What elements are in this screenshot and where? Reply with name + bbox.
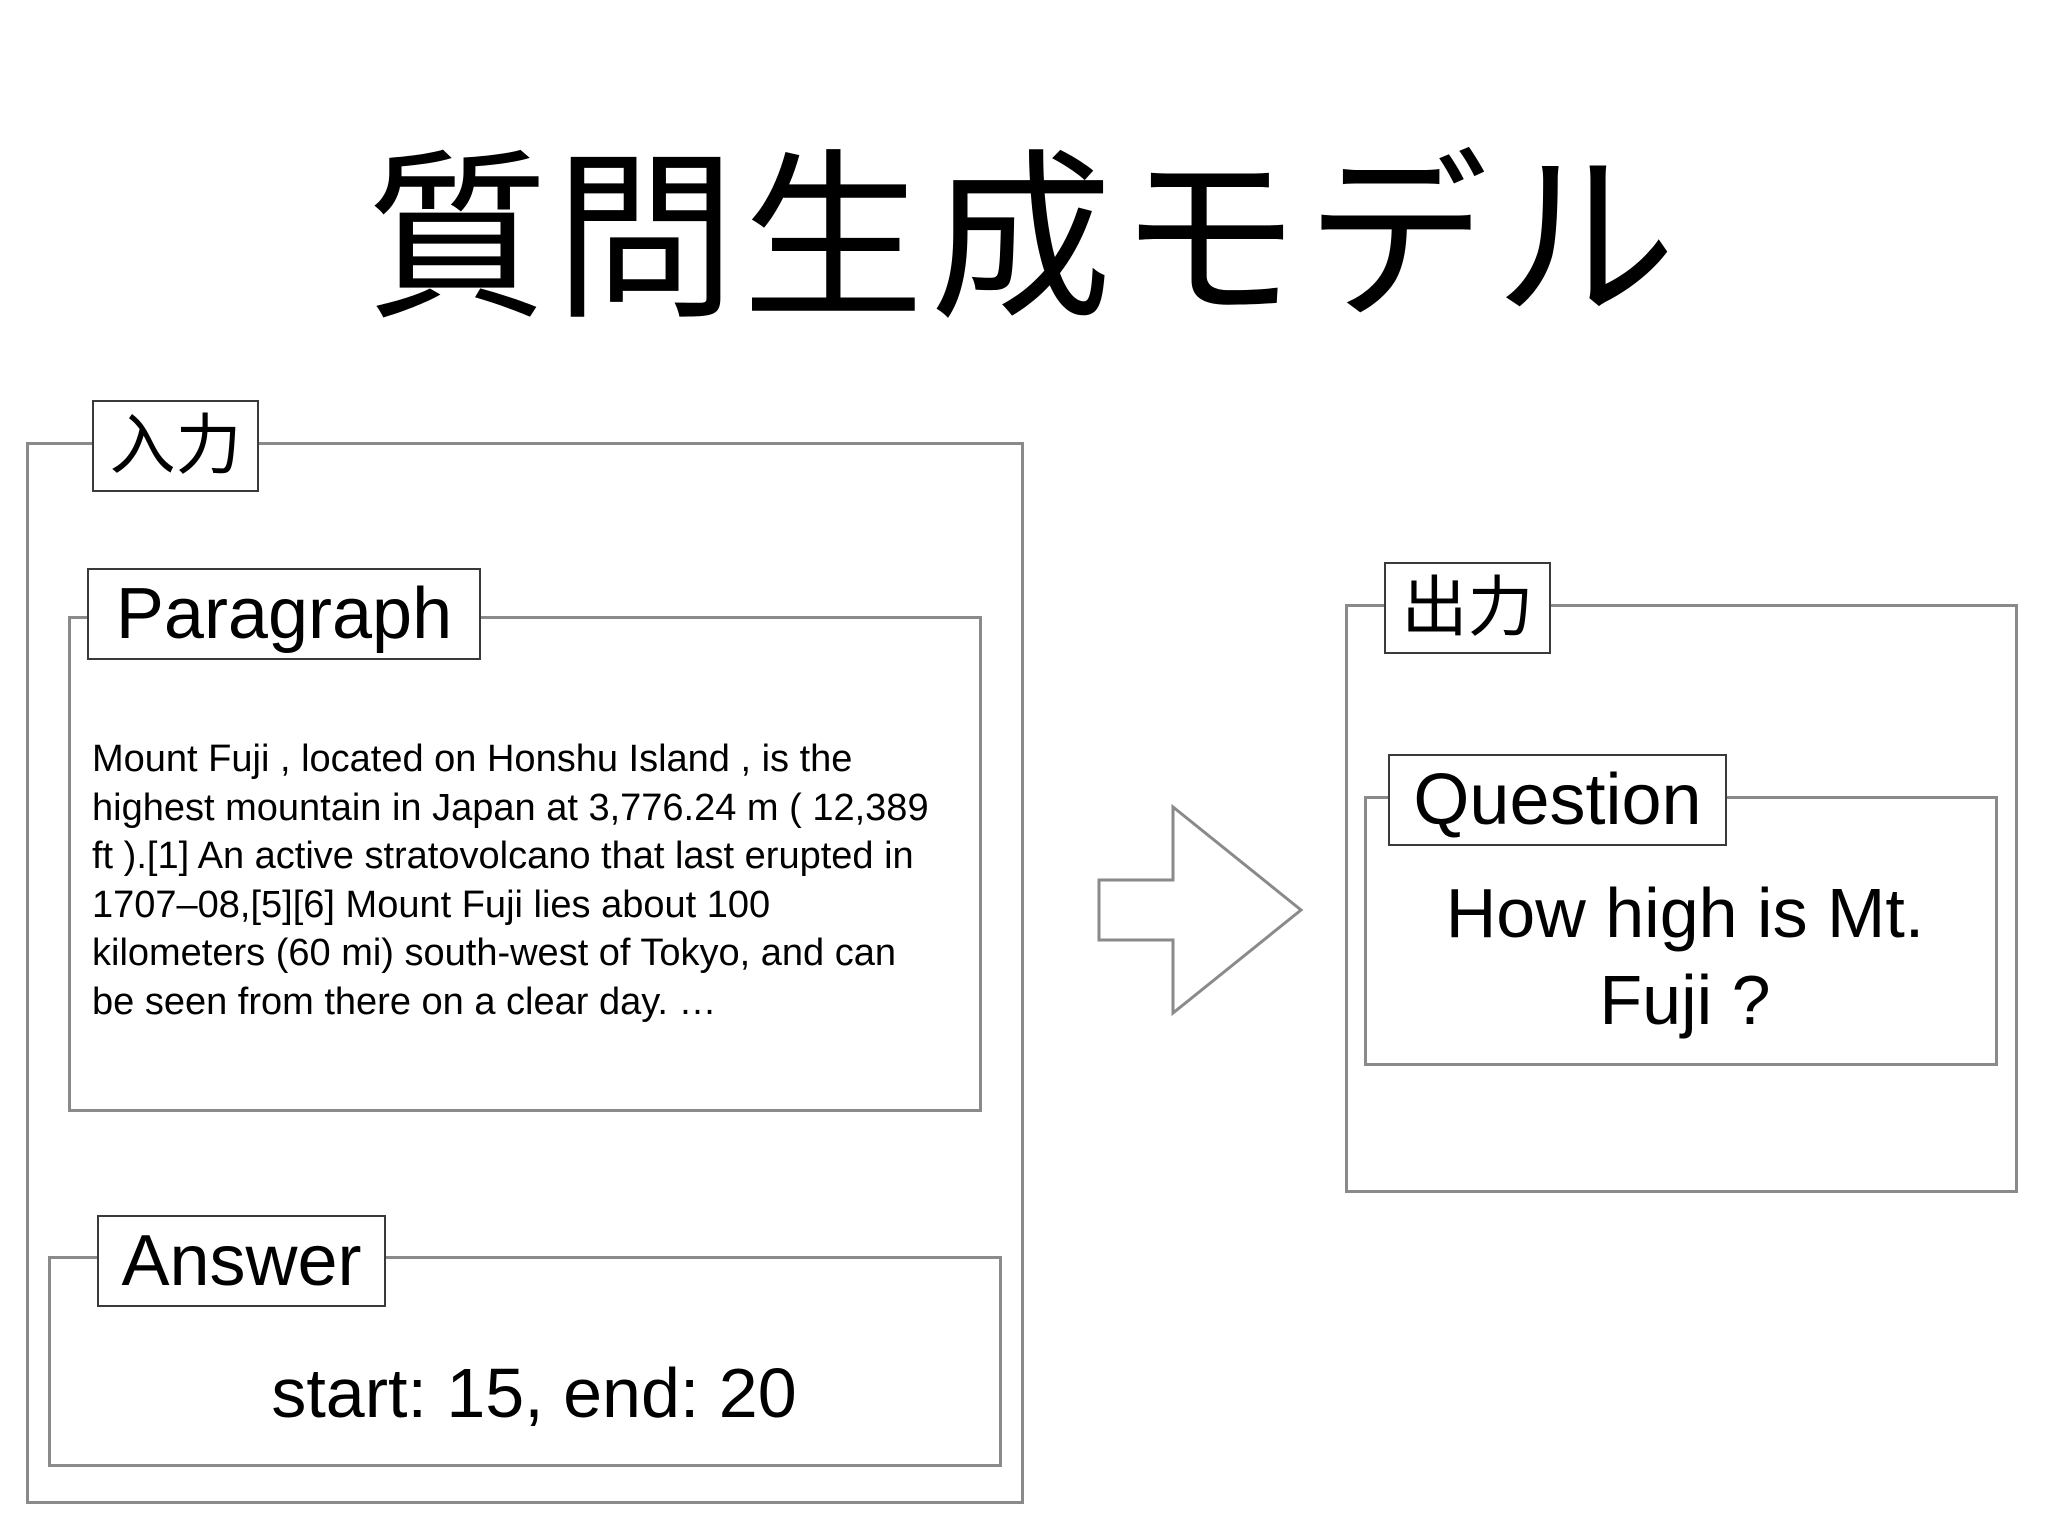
paragraph-line: highest mountain in Japan at 3,776.24 m …: [92, 786, 929, 829]
question-label: Question: [1388, 754, 1727, 846]
answer-value: start: 15, end: 20: [271, 1354, 797, 1432]
question-line: Fuji ?: [1599, 961, 1771, 1039]
output-panel-label: 出力: [1384, 562, 1551, 654]
paragraph-text: Mount Fuji , located on Honshu Island , …: [92, 735, 992, 1027]
answer-label: Answer: [97, 1215, 386, 1307]
question-text: How high is Mt. Fuji ?: [1369, 870, 2001, 1044]
paragraph-line: Mount Fuji , located on Honshu Island , …: [92, 738, 853, 780]
paragraph-line: 1707–08,[5][6] Mount Fuji lies about 100: [92, 883, 771, 926]
paragraph-line: kilometers (60 mi) south-west of Tokyo, …: [92, 932, 896, 975]
answer-box: [48, 1256, 1002, 1467]
paragraph-box: [68, 616, 982, 1112]
slide-title: 質問生成モデル: [366, 133, 1682, 345]
paragraph-line: ft ).[1] An active stratovolcano that la…: [92, 835, 914, 878]
question-line: How high is Mt.: [1445, 874, 1925, 952]
input-panel-label: 入力: [92, 400, 259, 492]
input-panel: [26, 442, 1024, 1504]
right-arrow-icon: [1097, 804, 1304, 1016]
paragraph-line: be seen from there on a clear day. …: [92, 980, 717, 1023]
output-panel: [1345, 604, 2018, 1193]
paragraph-label: Paragraph: [87, 568, 481, 660]
